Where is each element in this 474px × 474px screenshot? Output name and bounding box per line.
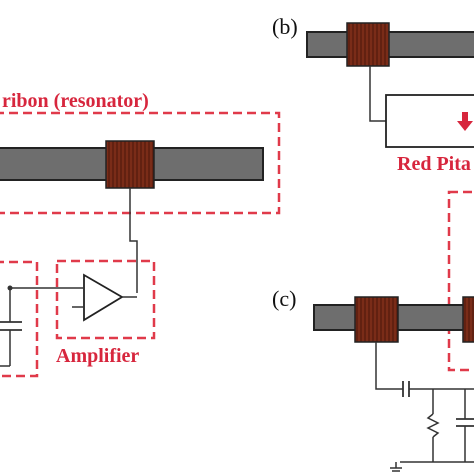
panel-b-rod [306, 31, 474, 58]
panel-b-coil [346, 22, 390, 67]
capacitor-icon [402, 381, 410, 397]
capacitor-icon [0, 321, 22, 331]
red-pitaya-label: Red Pita [397, 153, 471, 175]
amplifier-box [55, 259, 156, 340]
ribbon-resonator-box [0, 111, 281, 215]
resistor-icon [426, 413, 440, 438]
ribbon-coil [105, 140, 155, 189]
panel-c-coil-right [462, 296, 474, 343]
triangle-amplifier-icon [83, 273, 124, 322]
panel-b-label: (b) [272, 14, 298, 39]
panel-b-dashed-box [447, 190, 474, 372]
capacitor-icon [456, 418, 474, 427]
filter-box [0, 260, 39, 378]
coil-to-amplifier-wire [129, 188, 138, 293]
ribbon-resonator-label: ribon (resonator) [2, 90, 149, 112]
panel-c-wire [375, 342, 403, 390]
panel-b-wire [369, 66, 386, 122]
down-arrow-icon [457, 112, 473, 131]
amplifier-label: Amplifier [56, 345, 139, 367]
panel-c-label: (c) [272, 286, 296, 311]
ground-icon [390, 462, 402, 472]
panel-c-coil-left [354, 296, 399, 343]
